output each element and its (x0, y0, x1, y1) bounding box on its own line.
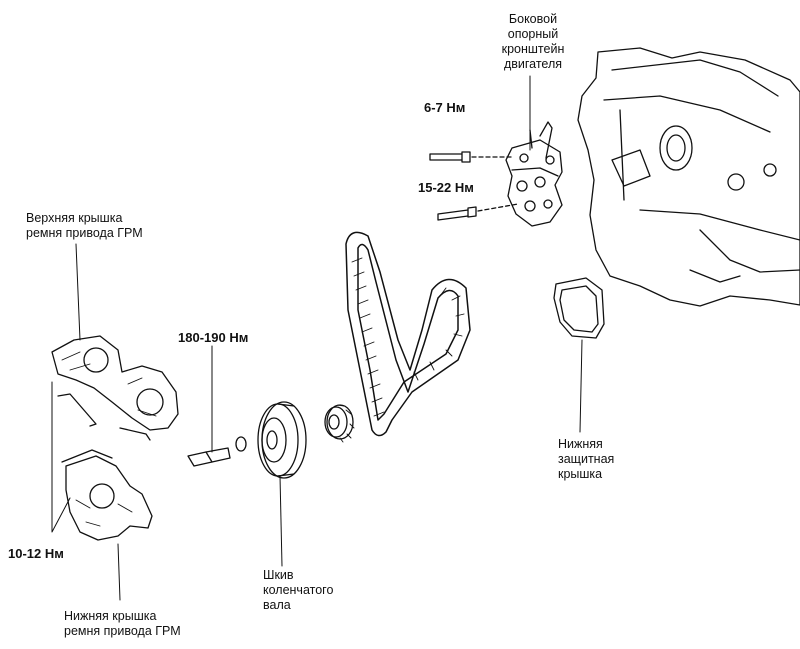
crankshaft-sprocket (324, 404, 355, 443)
bottom-shield-label: Нижняя защитная крышка (558, 437, 614, 482)
bottom-shield-cover (553, 277, 605, 339)
bottom-shield-label-line: Нижняя (558, 437, 603, 451)
side-bracket-label-line: двигателя (503, 57, 563, 71)
leader-lines (51, 75, 583, 601)
crank-bolt (187, 447, 231, 467)
lower-cover-label-line: ремня привода ГРМ (64, 624, 181, 638)
bracket-bolt-lower-guide (477, 203, 519, 212)
crank-pulley-label-line: коленчатого (263, 583, 334, 597)
side-support-bracket (505, 121, 563, 227)
crank-pulley-label-line: вала (263, 598, 291, 612)
lower-cover-label-line: Нижняя крышка (64, 609, 157, 623)
bottom-shield-label-line: защитная (558, 452, 615, 466)
crankshaft-pulley (257, 401, 307, 479)
side-bracket-label-line: кронштейн (501, 42, 565, 56)
crank-pulley-label: Шкив коленчатого вала (263, 568, 333, 613)
side-bracket-label-line: Боковой (508, 12, 558, 26)
timing-belt (345, 231, 471, 437)
torque-bracket-upper: 6-7 Нм (424, 100, 466, 115)
engine-block (577, 47, 800, 307)
side-bracket-label: Боковой опорный кронштейн двигателя (486, 12, 580, 72)
bottom-shield-label-line: крышка (558, 467, 603, 481)
crank-washer (235, 436, 247, 452)
lower-cover-label: Нижняя крышка ремня привода ГРМ (64, 609, 181, 639)
crank-pulley-label-line: Шкив (263, 568, 294, 582)
bracket-bolt-lower (437, 206, 477, 221)
torque-bracket-lower: 15-22 Нм (418, 180, 474, 195)
upper-cover-label-line: Верхняя крышка (26, 211, 123, 225)
bracket-bolt-upper (429, 151, 471, 163)
lower-timing-cover (61, 449, 153, 541)
torque-cover-bolts: 10-12 Нм (8, 546, 64, 561)
side-bracket-label-line: опорный (507, 27, 559, 41)
torque-crank-bolt: 180-190 Нм (178, 330, 249, 345)
upper-cover-label-line: ремня привода ГРМ (26, 226, 143, 240)
upper-timing-cover (51, 335, 179, 441)
upper-cover-label: Верхняя крышка ремня привода ГРМ (26, 211, 143, 241)
